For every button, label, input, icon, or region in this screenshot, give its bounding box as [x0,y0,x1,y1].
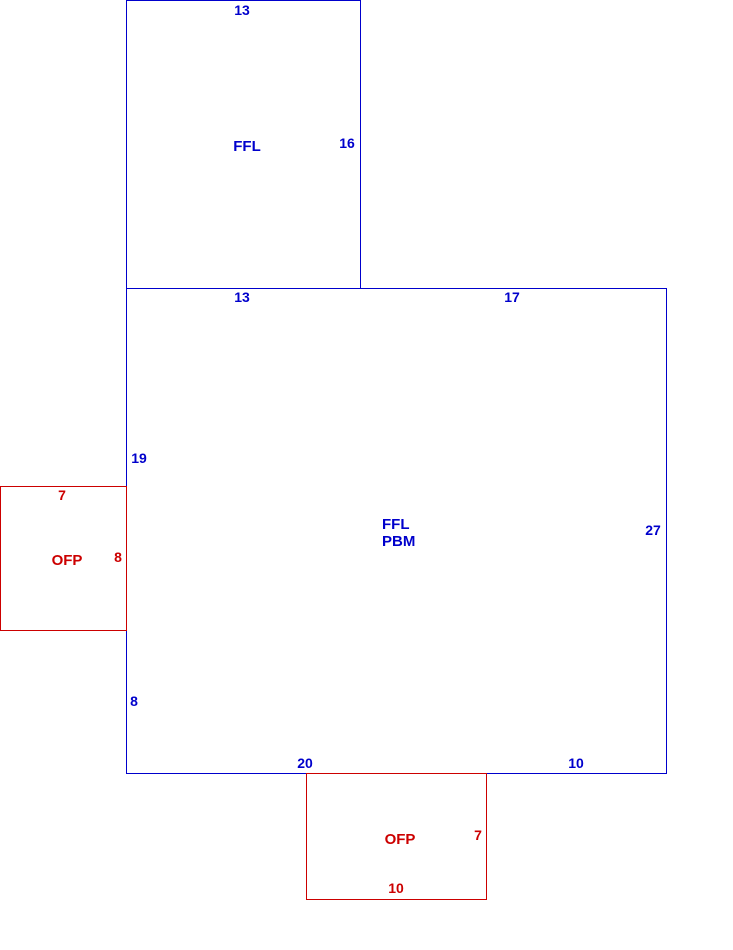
main-right-dimension: 27 [645,522,661,538]
bottom-ofp-porch: 7 10 OFP [306,773,487,900]
main-top-right-dimension: 17 [504,289,520,305]
main-bottom-left-dimension: 20 [297,755,313,771]
left-porch-area-code: OFP [52,552,83,569]
main-left-upper-dimension: 19 [131,450,147,466]
main-bottom-right-dimension: 10 [568,755,584,771]
main-left-lower-dimension: 8 [130,693,138,709]
main-section: 13 17 19 8 27 20 10 FFL PBM [126,288,667,774]
upper-top-dimension: 13 [234,2,250,18]
left-porch-right-dimension: 8 [114,549,122,565]
bottom-porch-outline [306,773,487,900]
upper-area-code: FFL [233,138,261,155]
left-porch-outline [0,486,127,631]
bottom-porch-area-code: OFP [385,831,416,848]
left-ofp-porch: 7 8 OFP [0,486,127,631]
main-area-code-1: FFL [382,516,410,533]
main-area-code-2: PBM [382,533,415,550]
bottom-porch-bottom-dimension: 10 [388,880,404,896]
upper-ffl-section: 13 16 FFL [126,0,361,289]
upper-right-dimension: 16 [339,135,355,151]
left-porch-top-dimension: 7 [58,487,66,503]
bottom-porch-right-dimension: 7 [474,827,482,843]
main-top-left-dimension: 13 [234,289,250,305]
